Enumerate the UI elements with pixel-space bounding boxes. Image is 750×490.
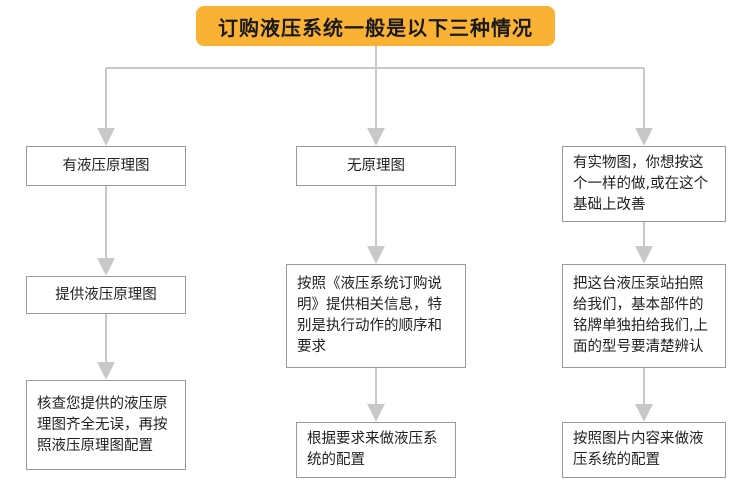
page-title: 订购液压系统一般是以下三种情况: [196, 6, 555, 46]
col3-step2-text: 把这台液压泵站拍照给我们，基本部件的铭牌单独拍给我们,上面的型号要清楚辨认: [573, 276, 709, 355]
col1-step2-text: 提供液压原理图: [55, 286, 157, 303]
col2-header-text: 无原理图: [347, 157, 405, 174]
col1-header-text: 有液压原理图: [62, 157, 150, 174]
col2-step2-box: 按照《液压系统订购说明》提供相关信息，特别是执行动作的顺序和要求: [286, 264, 466, 368]
col3-header-text: 有实物图，你想按这个一样的做,或在这个基础上改善: [573, 154, 709, 213]
col1-step2-box: 提供液压原理图: [26, 276, 186, 314]
col2-header-box: 无原理图: [296, 146, 456, 186]
col1-header-box: 有液压原理图: [26, 146, 186, 186]
col1-step3-text: 核查您提供的液压原理图齐全无误，再按照液压原理图配置: [37, 395, 168, 454]
col2-step3-text: 根据要求来做液压系统的配置: [307, 431, 438, 468]
col2-step3-box: 根据要求来做液压系统的配置: [296, 422, 456, 478]
col1-step3-box: 核查您提供的液压原理图齐全无误，再按照液压原理图配置: [26, 380, 186, 470]
col3-step2-box: 把这台液压泵站拍照给我们，基本部件的铭牌单独拍给我们,上面的型号要清楚辨认: [562, 264, 726, 368]
col3-step3-box: 按照图片内容来做液压系统的配置: [562, 422, 726, 478]
col3-step3-text: 按照图片内容来做液压系统的配置: [573, 431, 704, 468]
col2-step2-text: 按照《液压系统订购说明》提供相关信息，特别是执行动作的顺序和要求: [297, 276, 442, 355]
col3-header-box: 有实物图，你想按这个一样的做,或在这个基础上改善: [562, 146, 726, 222]
